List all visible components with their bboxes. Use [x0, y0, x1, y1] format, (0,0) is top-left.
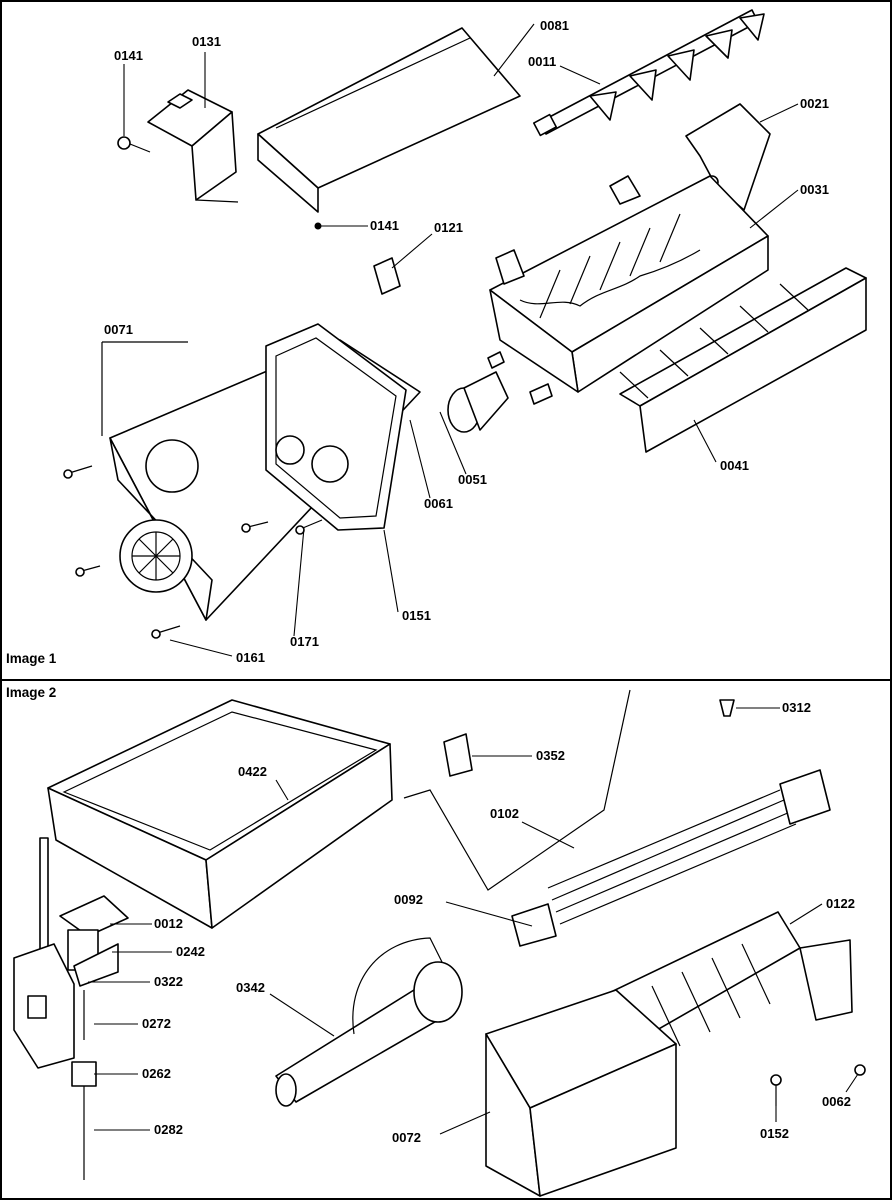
- label-0141: 0141: [114, 48, 143, 63]
- part-0051: [447, 371, 509, 433]
- part-0152-screw: [770, 1074, 782, 1106]
- label-0161: 0161: [236, 650, 265, 665]
- label-0072: 0072: [392, 1130, 421, 1145]
- label-0131: 0131: [192, 34, 221, 49]
- part-0352-clip: [443, 733, 473, 777]
- label-0092: 0092: [394, 892, 423, 907]
- label-0141-small: 0141: [370, 218, 399, 233]
- label-0031: 0031: [800, 182, 829, 197]
- part-0312-pin: [719, 699, 735, 717]
- label-0012: 0012: [154, 916, 183, 931]
- label-0422: 0422: [238, 764, 267, 779]
- part-0131-bracket: [147, 89, 239, 203]
- image-2-labels: Image 2 0312 0352 0422 0102 0092 0122 00…: [6, 685, 855, 1145]
- part-0422-bin: [47, 699, 393, 929]
- part-0141-screw: [117, 136, 151, 153]
- label-0171: 0171: [290, 634, 319, 649]
- label-0081: 0081: [540, 18, 569, 33]
- label-0272: 0272: [142, 1016, 171, 1031]
- part-water-valve-assembly: [13, 837, 129, 1180]
- label-0062: 0062: [822, 1094, 851, 1109]
- part-0151-frame: [265, 323, 407, 531]
- part-0342-fill-tube: [275, 937, 463, 1107]
- part-0092-harness: [511, 769, 831, 947]
- label-0122: 0122: [826, 896, 855, 911]
- panel-title-image-2: Image 2: [6, 685, 56, 700]
- label-0242: 0242: [176, 944, 205, 959]
- label-0102: 0102: [490, 806, 519, 821]
- label-0322: 0322: [154, 974, 183, 989]
- label-0342: 0342: [236, 980, 265, 995]
- label-0152: 0152: [760, 1126, 789, 1141]
- label-0011: 0011: [528, 54, 556, 69]
- part-0011-ejector: [532, 9, 765, 137]
- part-0041-guide: [619, 267, 867, 453]
- label-0061: 0061: [424, 496, 453, 511]
- label-0051: 0051: [458, 472, 487, 487]
- panel-image-1: [63, 9, 867, 639]
- label-0121: 0121: [434, 220, 463, 235]
- label-0071: 0071: [104, 322, 133, 337]
- label-0282: 0282: [154, 1122, 183, 1137]
- label-0041: 0041: [720, 458, 749, 473]
- label-0262: 0262: [142, 1066, 171, 1081]
- panel-image-2: [13, 689, 866, 1197]
- label-0021: 0021: [800, 96, 829, 111]
- part-0121-clip: [373, 257, 401, 295]
- leader-lines: [88, 23, 859, 1135]
- part-0102-wire: [403, 689, 631, 891]
- label-0312: 0312: [782, 700, 811, 715]
- part-screws: [63, 465, 323, 639]
- part-0031-mold: [489, 175, 769, 393]
- image-1-labels: Image 1 0141 0131 0081 0011 0021 0031 01…: [6, 18, 829, 666]
- part-0062: [854, 1064, 866, 1076]
- part-small-pins: [487, 351, 553, 405]
- label-0151: 0151: [402, 608, 431, 623]
- panel-title-image-1: Image 1: [6, 651, 57, 666]
- label-0352: 0352: [536, 748, 565, 763]
- part-0072-cover: [485, 989, 677, 1197]
- part-0081-shield: [257, 27, 521, 213]
